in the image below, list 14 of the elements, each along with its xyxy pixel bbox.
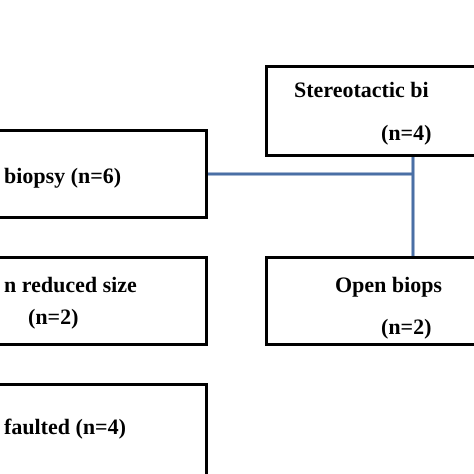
box-text: faulted (n=4) [4, 414, 126, 440]
box-text: biopsy (n=6) [4, 163, 122, 189]
process-box [265, 65, 474, 157]
box-text: Open biops [335, 272, 442, 298]
box-text: (n=4) [381, 120, 432, 146]
process-box [0, 256, 208, 346]
box-text: (n=2) [28, 304, 78, 330]
process-box [265, 256, 474, 346]
box-text: n reduced size [4, 272, 137, 298]
box-text: (n=2) [381, 314, 432, 340]
box-text: Stereotactic bi [294, 77, 429, 103]
process-box [0, 129, 208, 219]
process-box [0, 383, 208, 474]
connector-line [208, 172, 414, 256]
